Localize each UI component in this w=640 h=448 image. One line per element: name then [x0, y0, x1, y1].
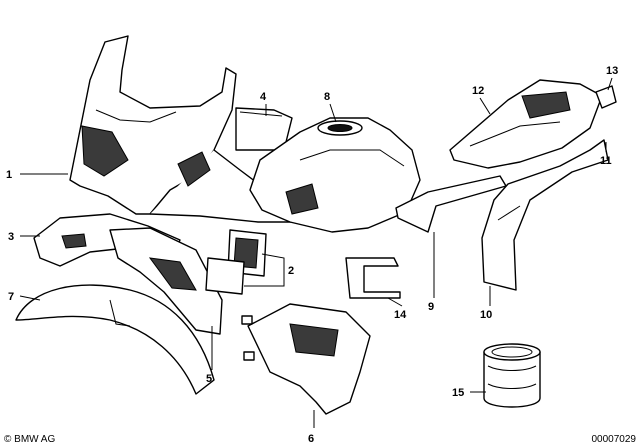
callout-15: 15: [452, 387, 464, 399]
callout-14: 14: [394, 309, 407, 321]
callout-3: 3: [8, 231, 14, 243]
callout-8: 8: [324, 91, 330, 103]
callout-13: 13: [606, 65, 618, 77]
paint-can-part: [483, 343, 541, 408]
callout-10: 10: [480, 309, 492, 321]
callout-1: 1: [6, 169, 12, 181]
front-mudguard-part: [15, 284, 215, 395]
engine-cover-part: [241, 303, 371, 415]
seat-cowl-part: [449, 79, 603, 169]
lower-fairing-part: [109, 227, 223, 335]
callout-6: 6: [308, 433, 314, 445]
callout-7: 7: [8, 291, 14, 303]
reflector-part: [205, 229, 267, 295]
callout-labels: 1 2 3 4 5 6 7 8 9 10 11 12 13 14 15: [6, 65, 618, 445]
leader-lines: [19, 77, 613, 428]
callout-9: 9: [428, 301, 434, 313]
trim-bracket-part: [345, 257, 401, 299]
side-strip-part: [395, 175, 507, 233]
callout-12: 12: [472, 85, 484, 97]
callout-2: 2: [288, 265, 294, 277]
bracket-part: [595, 85, 617, 109]
fuel-tank-part: [249, 117, 421, 233]
copyright-label: © BMW AG: [4, 434, 56, 445]
windscreen-part: [235, 107, 293, 151]
callout-11: 11: [600, 155, 612, 167]
callout-5: 5: [206, 373, 212, 385]
callout-4: 4: [260, 91, 267, 103]
rear-side-panel-part: [481, 139, 609, 291]
drawing-number-label: 00007029: [591, 434, 637, 445]
